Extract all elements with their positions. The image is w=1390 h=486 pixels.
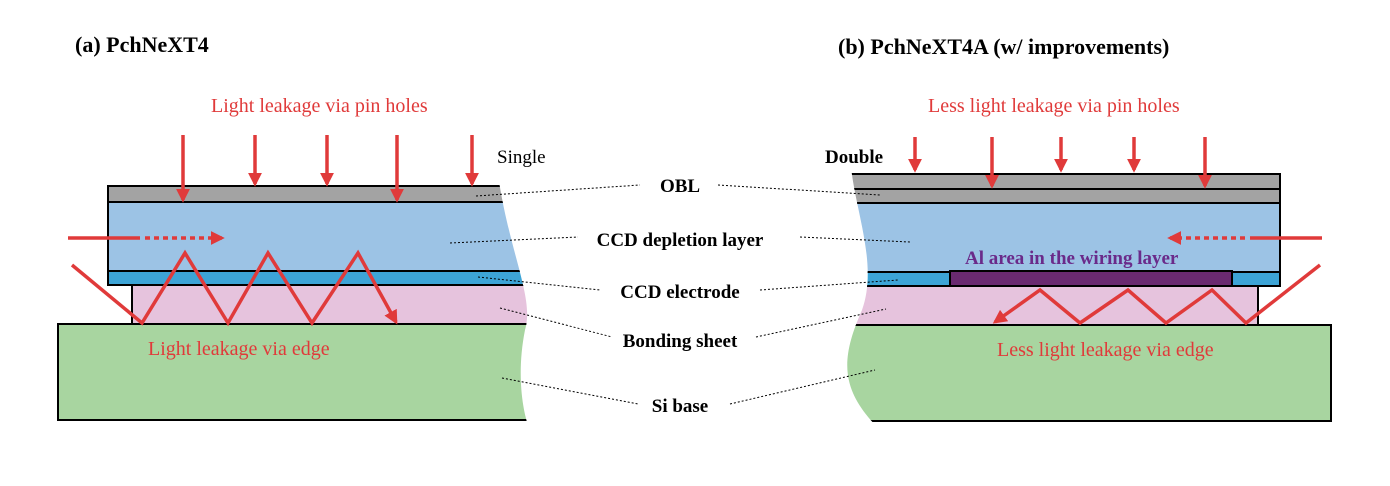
left-obl-type: Single — [497, 147, 546, 168]
left-stack — [57, 185, 530, 421]
left-pinhole-arrows — [176, 135, 479, 203]
obl-label: OBL — [660, 176, 700, 197]
al-area-label: Al area in the wiring layer — [965, 248, 1179, 269]
right-pinhole-label: Less light leakage via pin holes — [928, 95, 1180, 117]
panel-a-title: (a) PchNeXT4 — [75, 32, 209, 57]
left-bonding-sheet — [131, 284, 530, 325]
right-edge-label: Less light leakage via edge — [997, 339, 1214, 361]
left-si-base — [57, 323, 530, 421]
right-obl-upper — [847, 173, 1281, 190]
right-stack — [847, 173, 1332, 422]
panel-b-title: (b) PchNeXT4A (w/ improvements) — [838, 34, 1169, 59]
right-obl-type: Double — [825, 147, 883, 168]
left-zigzag-arrow — [70, 249, 398, 327]
right-edge-arrows — [992, 231, 1322, 326]
si-base-label: Si base — [652, 396, 709, 417]
left-obl — [107, 185, 530, 203]
leader-lines — [449, 184, 911, 405]
right-zigzag-arrow — [992, 263, 1322, 326]
depletion-label: CCD depletion layer — [597, 230, 764, 251]
left-edge-label: Light leakage via edge — [148, 338, 330, 360]
left-edge-arrows — [68, 231, 398, 327]
right-pinhole-arrows — [908, 137, 1212, 189]
left-pinhole-label: Light leakage via pin holes — [211, 95, 428, 117]
bonding-label: Bonding sheet — [623, 331, 738, 352]
left-ccd-electrode — [107, 270, 530, 286]
al-area — [949, 270, 1233, 287]
right-obl-lower — [847, 188, 1281, 204]
electrode-label: CCD electrode — [620, 282, 739, 303]
